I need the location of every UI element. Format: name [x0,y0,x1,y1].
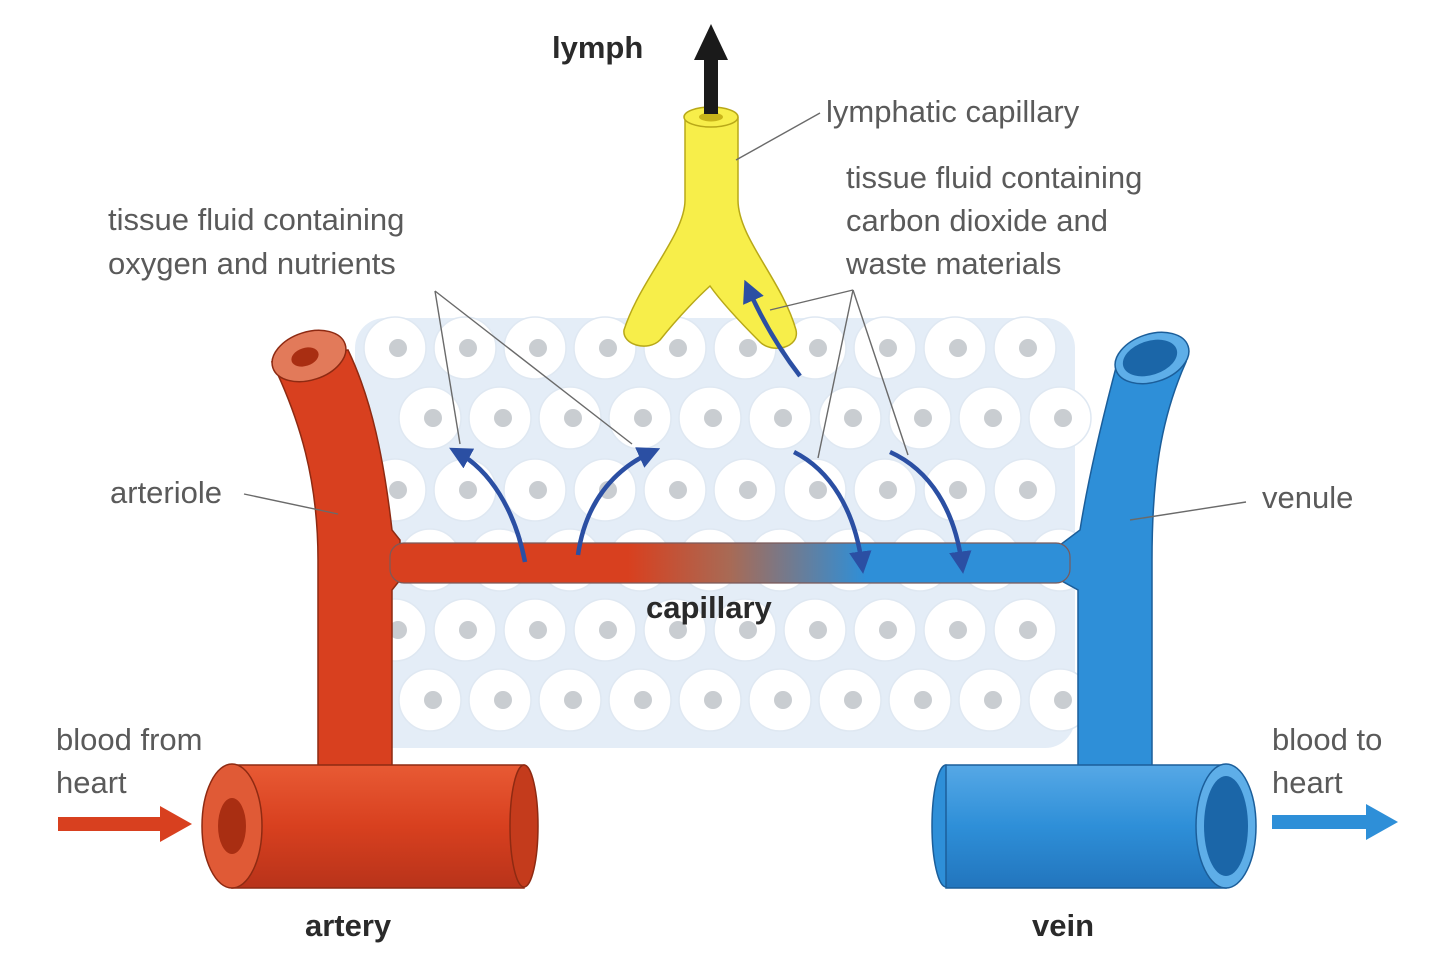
cell-nucleus [949,621,967,639]
cell-nucleus [1054,409,1072,427]
cell-nucleus [599,339,617,357]
cell-nucleus [1054,691,1072,709]
lymphatic-capillary-label: lymphatic capillary [826,94,1080,129]
blood-from-heart-label-line-1: blood from [56,722,202,757]
cell-nucleus [529,339,547,357]
blood-to-heart-label-line-2: heart [1272,765,1343,800]
blood-from-heart-label-line-2: heart [56,765,127,800]
cell-nucleus [669,621,687,639]
cell-nucleus [459,339,477,357]
cell-nucleus [879,621,897,639]
fluid-to-lymph-arrow [743,279,802,378]
cell-nucleus [1019,339,1037,357]
lymph-arrow [694,24,728,114]
cell-nucleus [949,339,967,357]
cell-nucleus [879,481,897,499]
vein-label: vein [1032,908,1094,943]
tissue-fluid-out-label-line-1: tissue fluid containing [846,160,1142,195]
cell-nucleus [879,339,897,357]
tissue-fluid-in-label-line-2: oxygen and nutrients [108,246,396,281]
tissue-fluid-in-label-line-1: tissue fluid containing [108,202,404,237]
cell-nucleus [914,409,932,427]
artery-label: artery [305,908,392,943]
cell-nucleus [389,621,407,639]
cell-nucleus [599,481,617,499]
blood-out-arrow [1272,804,1398,840]
cell-nucleus [459,481,477,499]
cell-nucleus [739,621,757,639]
cell-nucleus [494,409,512,427]
cell-nucleus [739,339,757,357]
fluid-out-arrow-2 [575,447,661,556]
cell-nucleus [424,691,442,709]
cell-nucleus [844,691,862,709]
venule-label: venule [1262,480,1353,515]
cell-nucleus [459,621,477,639]
blood-to-heart-label-line-1: blood to [1272,722,1382,757]
fluid-in-arrow-2 [889,449,972,574]
cell-nucleus [669,481,687,499]
cell-nucleus [774,409,792,427]
cell-nucleus [809,621,827,639]
cell-nucleus [914,691,932,709]
capillary-vessel [389,542,1071,584]
cell-nucleus [529,621,547,639]
cell-nucleus [669,339,687,357]
leader-lines [243,112,1247,521]
fluid-in-arrow-1 [792,449,872,574]
fluid-out-arrow-1 [449,447,528,563]
artery-cylinder [201,763,539,889]
cell-nucleus [529,481,547,499]
tissue-fluid-out-label-line-3: waste materials [845,246,1061,281]
cell-nucleus [599,621,617,639]
cell-nucleus [844,409,862,427]
cell-nucleus [389,481,407,499]
cell-nucleus [1019,621,1037,639]
cell-nucleus [494,691,512,709]
cell-nucleus [634,409,652,427]
cell-nucleus [984,409,1002,427]
lymphatic-capillary-vessel [623,106,797,349]
venule-vessel [1059,331,1190,781]
cell-nucleus [1019,481,1037,499]
cell-nucleus [704,691,722,709]
cell-nucleus [564,409,582,427]
blood-in-arrow [58,806,192,842]
lymph-label: lymph [552,30,643,65]
cell-nucleus [774,691,792,709]
capillary-label: capillary [646,590,773,625]
cell-nucleus [389,339,407,357]
cell-nucleus [704,409,722,427]
cell-nucleus [984,691,1002,709]
cell-nucleus [949,481,967,499]
vein-cylinder [931,763,1257,889]
cell-nucleus [809,339,827,357]
arteriole-label: arteriole [110,475,222,510]
arteriole-vessel [270,329,401,781]
cell-nucleus [564,691,582,709]
cell-nucleus [634,691,652,709]
cell-nucleus [739,481,757,499]
tissue-fluid-out-label-line-2: carbon dioxide and [846,203,1108,238]
cell-nucleus [424,409,442,427]
cell-nucleus [809,481,827,499]
